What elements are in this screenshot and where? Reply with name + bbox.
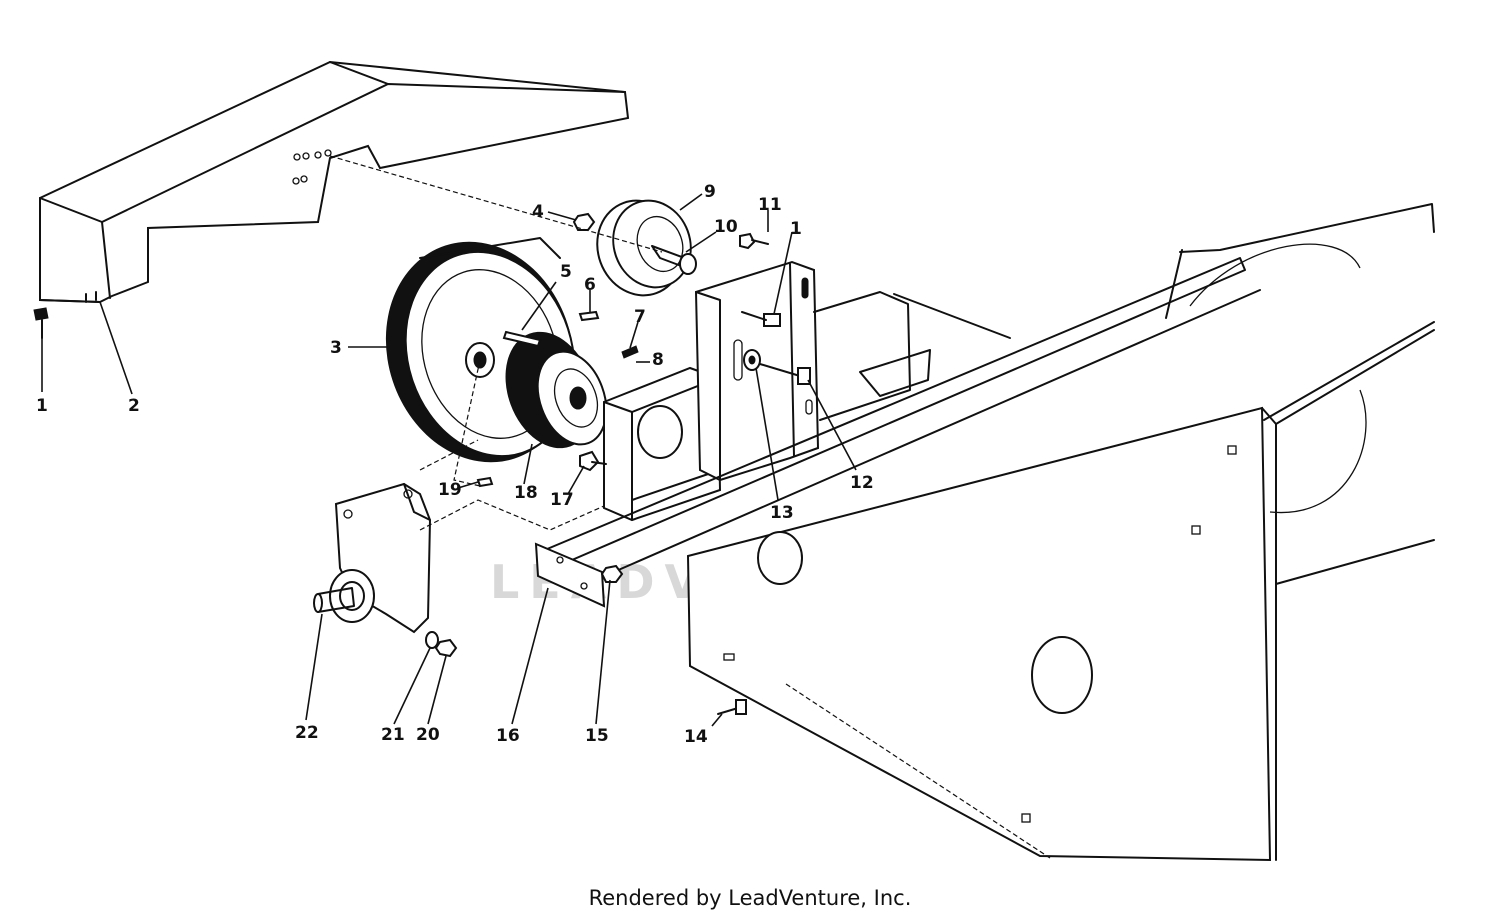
callout-1-right: 1 [790, 219, 802, 239]
callout-9: 9 [704, 182, 716, 202]
gearbox-housing[interactable] [313, 482, 432, 634]
washer-13[interactable] [743, 349, 761, 371]
callout-7: 7 [634, 307, 646, 327]
callout-18: 18 [514, 483, 538, 503]
callout-16: 16 [496, 726, 520, 746]
callout-21: 21 [381, 725, 405, 745]
nut-20[interactable] [434, 638, 458, 658]
callout-20: 20 [416, 725, 440, 745]
callout-19: 19 [438, 480, 462, 500]
setscrew-7[interactable] [621, 345, 639, 359]
key-19[interactable] [476, 476, 494, 488]
callout-12: 12 [850, 473, 874, 493]
belt-guard[interactable] [39, 60, 630, 304]
bolt-17[interactable] [579, 450, 607, 472]
nut-15[interactable] [600, 564, 624, 583]
end-plate[interactable] [534, 542, 606, 608]
screw-11[interactable] [739, 232, 769, 250]
side-panel[interactable] [686, 329, 1435, 862]
auger-housing[interactable] [1165, 203, 1435, 514]
bolt-1-right[interactable] [741, 311, 781, 327]
callout-22: 22 [295, 723, 319, 743]
key-5[interactable] [502, 330, 542, 348]
callout-labels: 1 2 3 4 5 6 7 8 9 10 11 1 12 13 14 15 16… [36, 182, 874, 747]
callout-2: 2 [128, 396, 140, 416]
bearing-plate[interactable] [603, 366, 722, 522]
idler-pulley[interactable] [584, 189, 703, 308]
callout-10: 10 [714, 217, 738, 237]
callout-13: 13 [770, 503, 794, 523]
callout-3: 3 [330, 338, 342, 358]
callout-11: 11 [758, 195, 782, 215]
callout-5: 5 [560, 262, 572, 282]
footer-credit: Rendered by LeadVenture, Inc. [588, 886, 912, 910]
callout-8: 8 [652, 350, 664, 370]
callout-15: 15 [585, 726, 609, 746]
screw-1-left[interactable] [33, 307, 49, 339]
callout-1-left: 1 [36, 396, 48, 416]
callout-17: 17 [550, 490, 574, 510]
callout-14: 14 [684, 727, 708, 747]
callout-4: 4 [532, 202, 544, 222]
callout-6: 6 [584, 275, 596, 295]
bolt-14[interactable] [717, 699, 747, 715]
bolt-12[interactable] [759, 363, 811, 385]
key-6[interactable] [578, 310, 600, 322]
engine-pulley[interactable] [490, 319, 618, 460]
leader-lines [41, 193, 857, 727]
washer-21[interactable] [425, 631, 439, 649]
